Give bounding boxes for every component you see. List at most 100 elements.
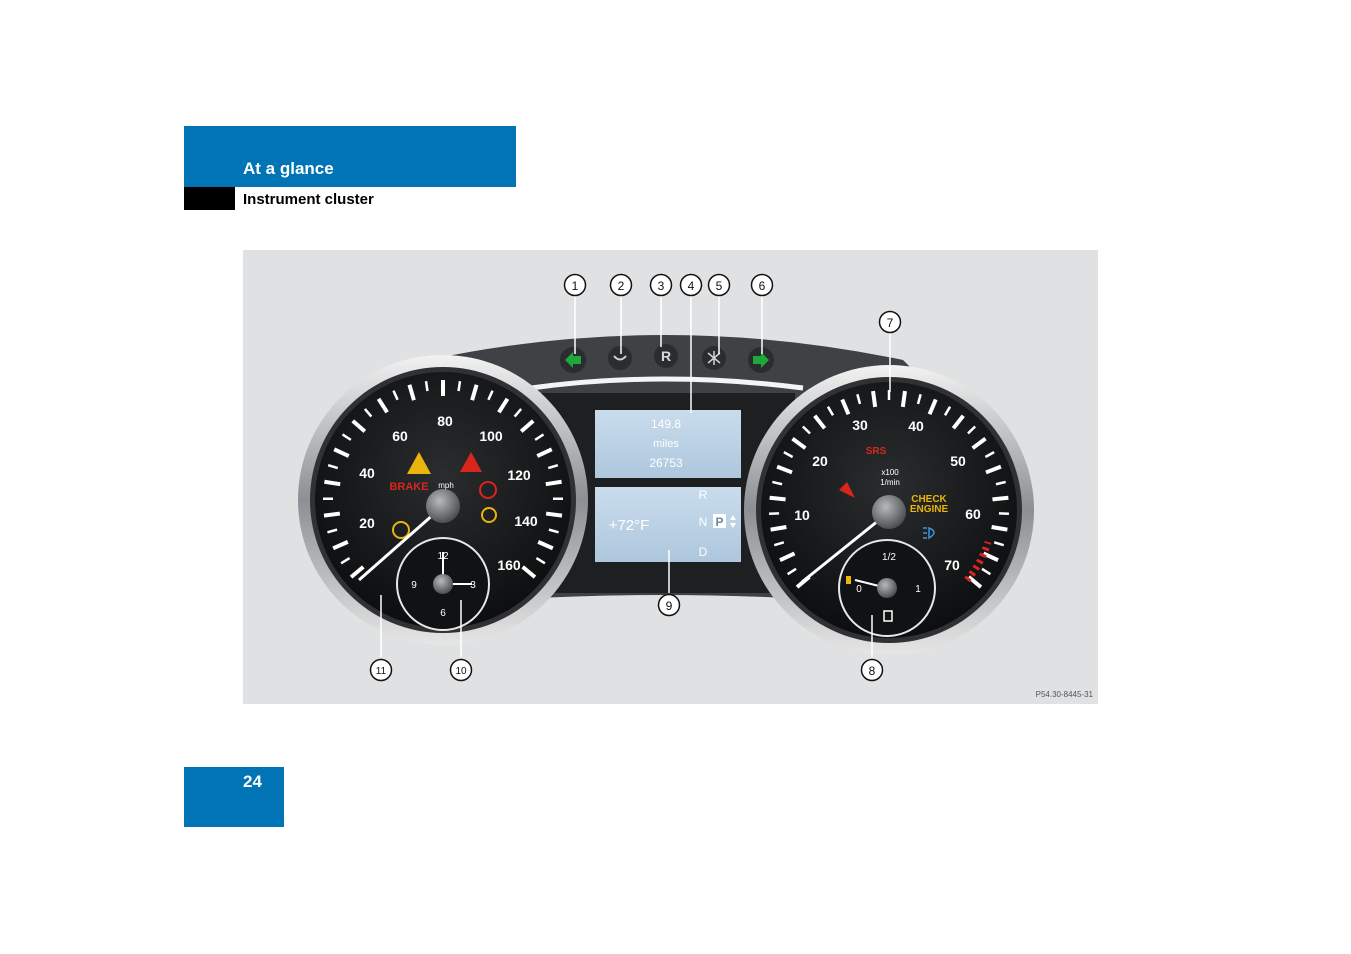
dial-tick: [981, 567, 992, 576]
speedo-label-20: 20: [359, 515, 375, 531]
speedo-label-160: 160: [497, 557, 521, 573]
dial-tick: [521, 565, 537, 579]
dial-tick: [327, 528, 338, 534]
dial-tick: [545, 479, 562, 487]
tacho-unit-rpm: 1/min: [880, 478, 900, 487]
callout-11: 11: [369, 658, 393, 682]
odometer-value: 26753: [649, 456, 683, 470]
gear-p-selected: P: [715, 515, 723, 529]
seat-belt-warning-icon: [839, 482, 855, 498]
dial-tick: [943, 406, 952, 416]
rpm-needle: [801, 510, 890, 584]
fuel-label-half: 1/2: [882, 552, 896, 563]
speedo-unit: mph: [438, 481, 454, 490]
tire-pressure-icon: [481, 507, 497, 523]
tacho-label-10: 10: [794, 507, 810, 523]
speed-needle: [358, 504, 444, 582]
fuel-reserve-icon: [846, 576, 851, 584]
speedo-label-100: 100: [479, 428, 503, 444]
callout-8: 8: [860, 658, 884, 682]
dial-tick: [537, 540, 554, 551]
dial-tick: [547, 463, 559, 470]
subsection-title: Instrument cluster: [243, 191, 374, 208]
svg-text:7: 7: [887, 316, 894, 330]
general-warning-icon: [407, 452, 431, 474]
dial-tick: [813, 414, 827, 430]
dial-tick: [982, 551, 999, 562]
dial-tick: [513, 408, 523, 418]
dial-tick: [392, 390, 399, 401]
speedo-label-40: 40: [359, 465, 375, 481]
check-engine-label-line1: CHECK: [911, 494, 947, 505]
gear-selector-arrows-icon: [730, 515, 736, 528]
gear-d: D: [699, 545, 708, 559]
high-beam-icon: [923, 526, 935, 540]
callout-leader-lines: [380, 296, 891, 657]
dial-tick: [548, 528, 559, 534]
callout-2: 2: [609, 273, 633, 297]
dial-tick: [536, 447, 553, 458]
dial-tick: [770, 525, 787, 532]
speedometer-ticks: [322, 380, 564, 579]
indicator-lamp-row: R: [560, 344, 774, 373]
tacho-label-50: 50: [950, 453, 966, 469]
dial-tick: [786, 567, 797, 576]
tacho-label-40: 40: [908, 418, 924, 434]
redline-zone: [964, 540, 992, 583]
dial-tick: [323, 511, 341, 518]
dial-tick: [534, 433, 545, 441]
dial-tick: [332, 540, 349, 551]
dial-tick: [840, 398, 851, 416]
esp-off-icon: [707, 351, 721, 365]
dial-tick: [779, 551, 796, 562]
dial-tick: [349, 565, 365, 579]
dial-tick: [916, 393, 922, 405]
svg-text:4: 4: [688, 279, 695, 293]
callout-1: 1: [563, 273, 587, 297]
dial-tick: [967, 425, 977, 435]
hazard-warning-icon: [460, 452, 482, 472]
brake-warning-label: BRAKE: [389, 481, 428, 493]
dial-tick: [871, 390, 878, 408]
callout-7: 7: [878, 310, 902, 334]
page-number-box: [184, 767, 284, 827]
dial-tick: [769, 495, 786, 502]
svg-text:3: 3: [658, 279, 665, 293]
multifunction-display: 149.8 miles 26753 +72°F R N P D: [595, 410, 741, 562]
svg-text:6: 6: [759, 279, 766, 293]
dial-tick: [407, 384, 416, 401]
dial-tick: [984, 451, 995, 459]
dial-tick: [856, 393, 862, 405]
dial-tick: [363, 408, 373, 418]
callout-4: 4: [679, 273, 703, 297]
dial-tick: [545, 511, 563, 518]
dial-tick: [324, 479, 341, 487]
dial-tick: [776, 464, 793, 475]
svg-text:1: 1: [572, 279, 579, 293]
callout-3: 3: [649, 273, 673, 297]
dial-tick: [801, 425, 811, 435]
dial-tick: [535, 557, 546, 565]
page-number: 24: [243, 772, 262, 791]
dial-tick: [826, 406, 835, 416]
dial-tick: [971, 437, 987, 450]
fuel-label-empty: 0: [856, 584, 862, 595]
speedometer: 20 40 60 80 100 120 140 160 mph BRAKE 12…: [298, 355, 588, 645]
gear-r: R: [699, 488, 708, 502]
svg-text:2: 2: [618, 279, 625, 293]
tachometer: 10 20 30 40 50 60 70 x100 1/min SRS CHEC…: [744, 365, 1034, 655]
section-title: At a glance: [243, 159, 334, 178]
dial-tick: [985, 464, 1002, 475]
callout-markers: 1 2 3 4 5 6 7 8 9 10 11: [369, 273, 902, 682]
dial-tick: [967, 575, 983, 589]
dial-tick: [457, 381, 462, 392]
svg-text:5: 5: [716, 279, 723, 293]
dial-tick: [993, 541, 1005, 547]
fuel-pump-icon: [883, 610, 893, 622]
callout-6: 6: [750, 273, 774, 297]
clock-label-9: 9: [411, 580, 417, 591]
dial-tick: [340, 557, 351, 565]
tachometer-ticks: [769, 390, 1009, 589]
dial-tick: [900, 390, 907, 408]
callout-5: 5: [707, 273, 731, 297]
